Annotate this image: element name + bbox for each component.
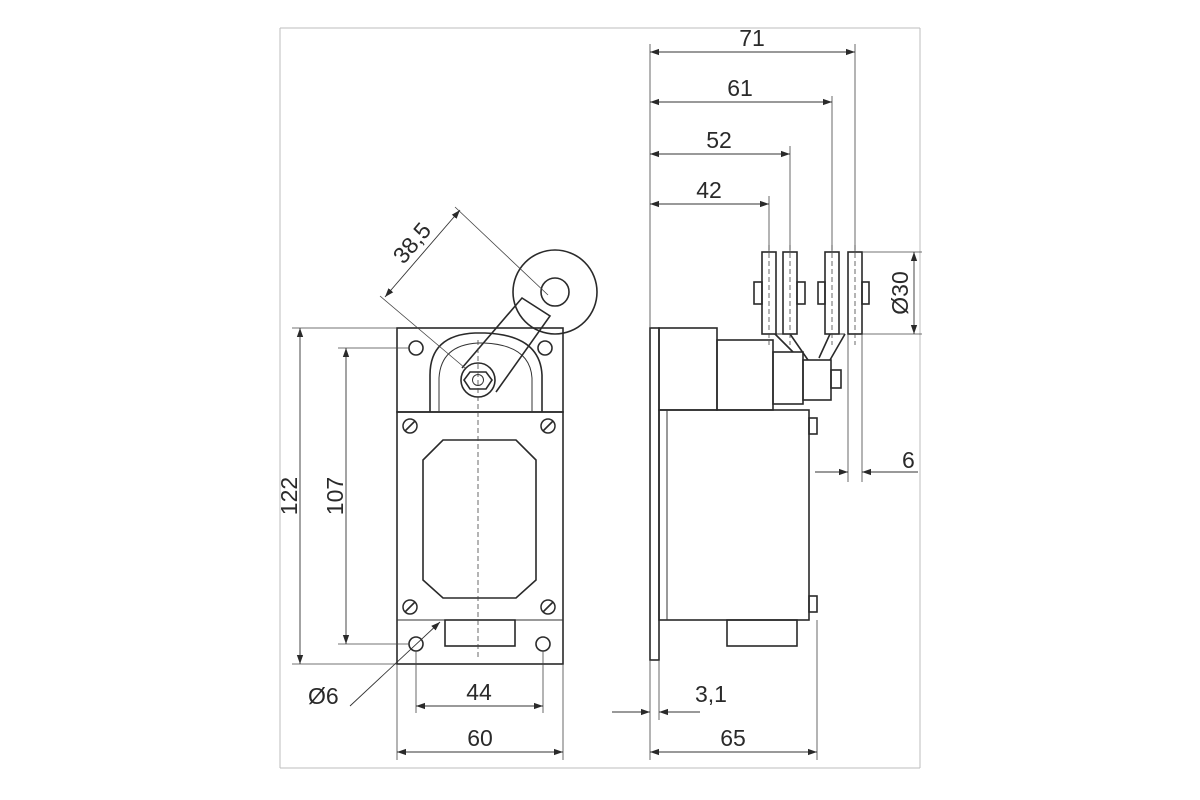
sheet-frame (279, 27, 921, 769)
side-dimensions: 71 61 52 42 Ø30 6 3,1 65 (612, 25, 922, 760)
actuator-housing (716, 339, 774, 411)
dim-roller-diameter: Ø30 (887, 271, 913, 314)
dim-lever-length: 38,5 (388, 217, 437, 268)
side-view (649, 245, 870, 661)
cover-window (422, 439, 537, 599)
screw-tl (402, 418, 418, 434)
dim-body-width: 60 (467, 725, 493, 751)
mount-hole-tr (537, 340, 553, 356)
hex-nut (463, 371, 493, 390)
dim-hole-spacing-horizontal: 44 (466, 679, 492, 705)
side-head-block (658, 327, 718, 411)
dim-overall-52: 52 (706, 127, 732, 153)
roller-pair-left (753, 245, 806, 345)
roller-outer (512, 249, 598, 335)
cable-entry (444, 619, 516, 647)
housing-front (396, 411, 564, 665)
roller-pair-right (817, 245, 870, 345)
dim-overall-61: 61 (727, 75, 753, 101)
base-plate (649, 327, 660, 661)
dim-body-depth: 65 (720, 725, 746, 751)
screw-tr (540, 418, 556, 434)
mount-hole-br (535, 636, 551, 652)
screw-br (540, 599, 556, 615)
roller-inner (540, 277, 570, 307)
dim-hole-spacing-vertical: 107 (322, 477, 348, 515)
dim-hole-diameter: Ø6 (308, 683, 339, 709)
dim-overall-42: 42 (696, 177, 722, 203)
screw-bl (402, 599, 418, 615)
dim-roller-width: 6 (902, 447, 915, 473)
dim-total-height: 122 (276, 477, 302, 515)
dim-base-plate-thickness: 3,1 (695, 681, 727, 707)
mount-hole-tl (408, 340, 424, 356)
front-view (396, 249, 598, 665)
dim-overall-71: 71 (739, 25, 765, 51)
head-block (396, 327, 564, 413)
side-housing (658, 409, 810, 621)
front-dimensions: 122 107 44 60 Ø6 38,5 (276, 206, 564, 760)
lever-arm (461, 296, 552, 393)
